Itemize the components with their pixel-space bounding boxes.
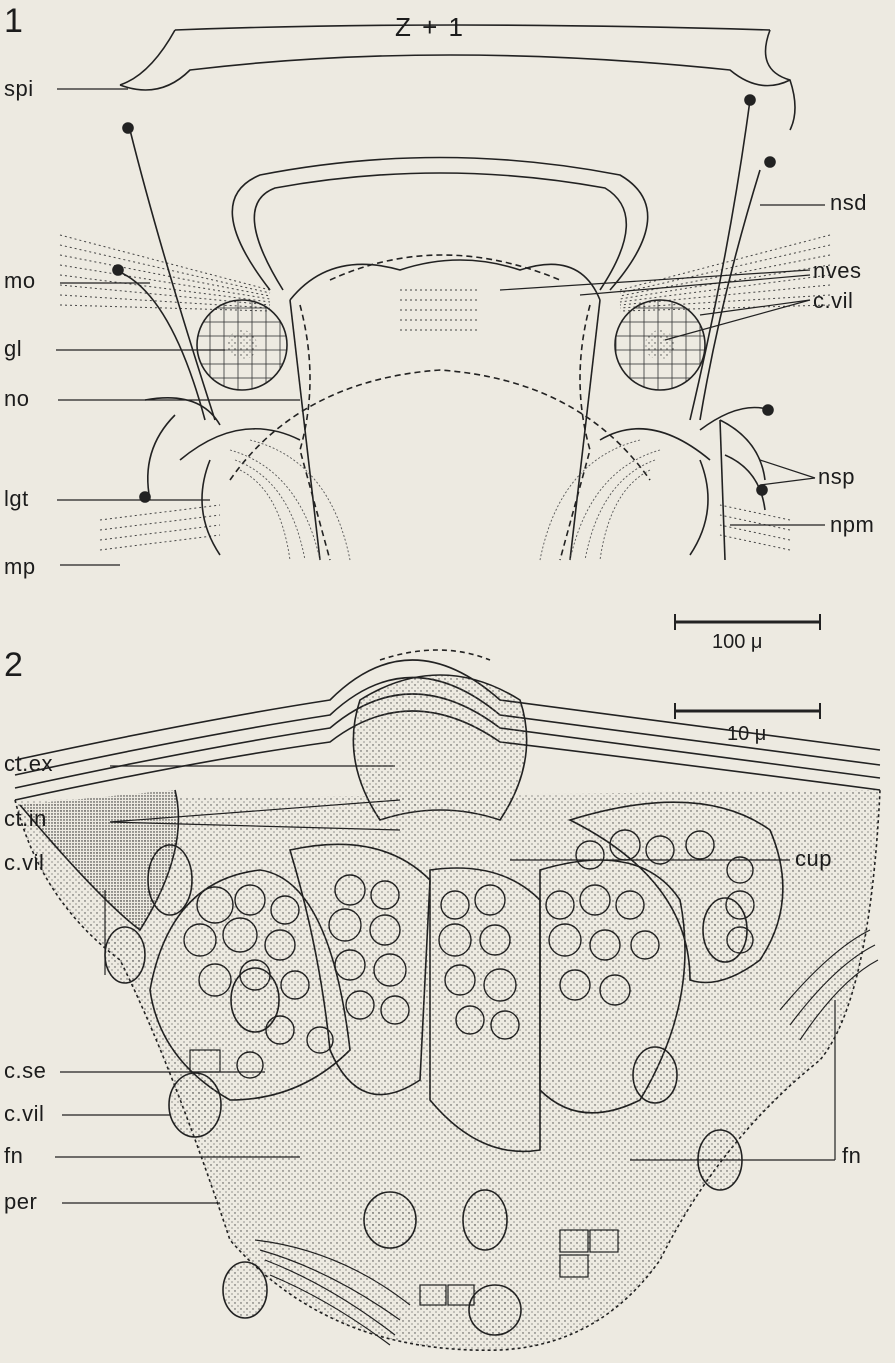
- label-nves: nves: [813, 260, 861, 282]
- figure-2-drawing: [15, 650, 880, 1350]
- label-c-vil-1: c.vil: [813, 290, 853, 312]
- label-nsd: nsd: [830, 192, 867, 214]
- scale-bar-10: 10 μ: [727, 724, 766, 744]
- label-no: no: [4, 388, 29, 410]
- figure-2-number: 2: [4, 648, 23, 682]
- figure-1-number: 1: [4, 4, 23, 38]
- label-c-vil-3: c.vil: [4, 1103, 44, 1125]
- label-c-vil-2: c.vil: [4, 852, 44, 874]
- label-nsp: nsp: [818, 466, 855, 488]
- figure-1-title: Z + 1: [395, 14, 465, 40]
- label-ct-in: ct.in: [4, 808, 47, 830]
- label-lgt: lgt: [4, 488, 29, 510]
- label-c-se: c.se: [4, 1060, 46, 1082]
- label-mp: mp: [4, 556, 36, 578]
- label-fn-right: fn: [842, 1145, 861, 1167]
- label-spi: spi: [4, 78, 34, 100]
- label-npm: npm: [830, 514, 874, 536]
- label-gl: gl: [4, 338, 22, 360]
- label-fn-left: fn: [4, 1145, 23, 1167]
- label-per: per: [4, 1191, 37, 1213]
- scale-bar-100: 100 μ: [712, 632, 762, 652]
- label-ct-ex: ct.ex: [4, 753, 53, 775]
- figure-1-drawing: [56, 25, 830, 630]
- label-mo: mo: [4, 270, 36, 292]
- label-cup: cup: [795, 848, 832, 870]
